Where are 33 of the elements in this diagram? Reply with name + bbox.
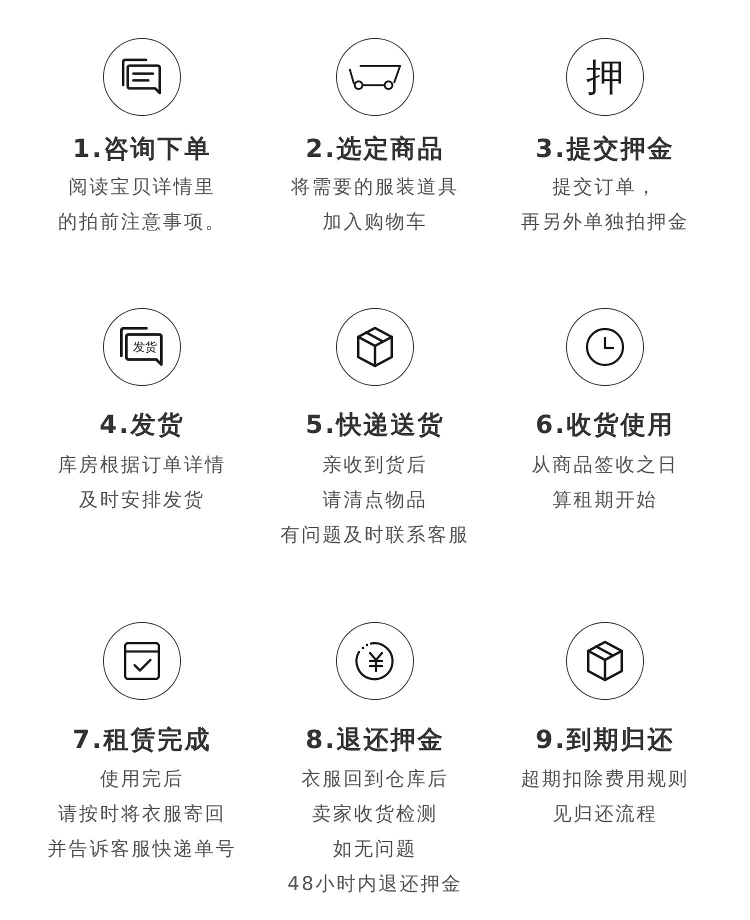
step-description: 超期扣除费用规则 [521, 767, 689, 792]
step-title: 5.快递送货 [306, 409, 444, 441]
step-title: 9.到期归还 [536, 724, 674, 756]
step-description: 有问题及时联系客服 [280, 523, 470, 548]
step-title: 6.收货使用 [536, 409, 674, 441]
step-description: 48小时内退还押金 [287, 872, 463, 897]
step-description: 算租期开始 [552, 488, 658, 513]
step-description: 提交订单， [552, 175, 658, 200]
step-description: 如无问题 [333, 837, 417, 862]
step-description: 阅读宝贝详情里 [68, 175, 216, 200]
step-title: 1.咨询下单 [72, 133, 212, 165]
step-description: 请清点物品 [322, 488, 428, 513]
step-description: 并告诉客服快递单号 [48, 837, 236, 862]
step-description: 使用完后 [100, 767, 184, 792]
step-description: 卖家收货检测 [312, 802, 438, 827]
step-description: 的拍前注意事项。 [58, 210, 226, 235]
bubble-text: 发货 [132, 339, 158, 356]
step-description: 将需要的服装道具 [291, 175, 459, 200]
step-title: 4.发货 [100, 409, 184, 441]
step-description: 库房根据订单详情 [58, 453, 226, 478]
step-title: 7.租赁完成 [72, 724, 212, 756]
step-title: 3.提交押金 [536, 133, 674, 165]
step-title: 2.选定商品 [306, 133, 444, 165]
step-description: 及时安排发货 [79, 488, 205, 513]
step-title: 8.退还押金 [306, 724, 444, 756]
step-description: 见归还流程 [552, 802, 658, 827]
step-description: 再另外单独拍押金 [521, 210, 689, 235]
step-description: 亲收到货后 [322, 453, 428, 478]
step-description: 衣服回到仓库后 [302, 767, 448, 792]
step-description: 从商品签收之日 [532, 453, 678, 478]
step-description: 加入购物车 [322, 210, 428, 235]
step-description: 请按时将衣服寄回 [58, 802, 226, 827]
chinese-character: 押 [586, 58, 624, 96]
